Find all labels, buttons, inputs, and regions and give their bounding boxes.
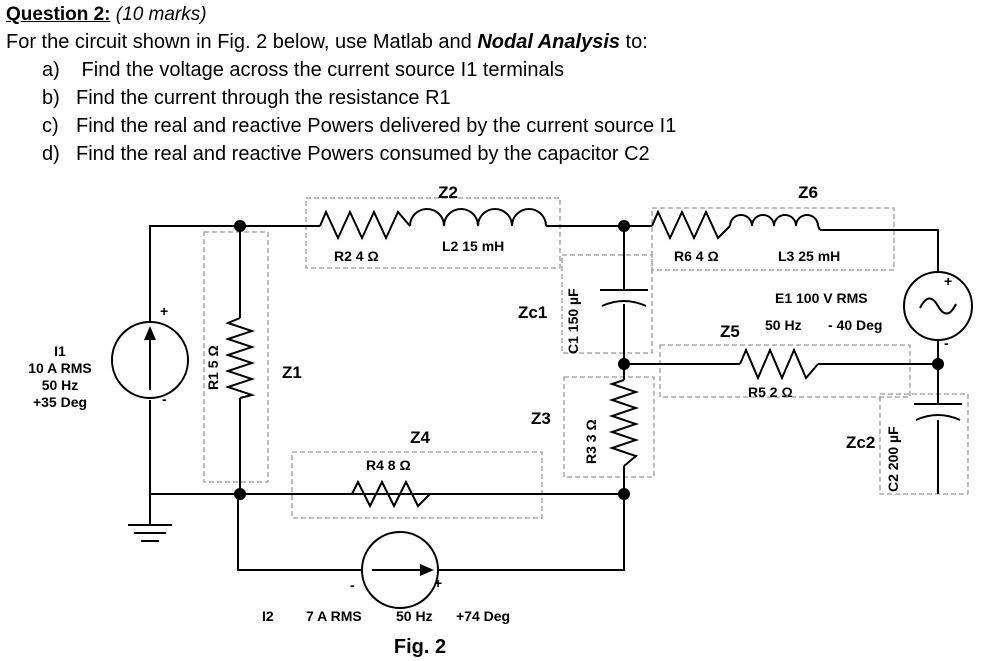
i1-plus: + — [160, 303, 168, 319]
intro-after: to: — [620, 31, 648, 53]
item-tag: c) — [42, 115, 59, 137]
e1-plus: + — [944, 273, 952, 289]
current-source-i2 — [361, 531, 439, 609]
item-tag: b) — [42, 87, 60, 109]
node-dot — [234, 220, 246, 232]
z1-label: Z1 — [282, 363, 302, 382]
question-title: Question 2: — [6, 4, 111, 25]
e1-phase: - 40 Deg — [828, 317, 882, 333]
inductor-l2 — [409, 208, 547, 227]
c1-label: C1 150 µF — [565, 288, 581, 354]
zc2-box — [879, 393, 969, 495]
wire-left-top — [149, 225, 320, 322]
i1-phase: +35 Deg — [33, 394, 87, 410]
question-item-a: a) Find the voltage across the current s… — [42, 56, 676, 84]
z4-box — [291, 451, 543, 519]
resistor-r5 — [739, 347, 819, 381]
z2-label: Z2 — [438, 183, 458, 202]
l2-label: L2 15 mH — [442, 238, 504, 254]
wire-l3-joint — [817, 225, 821, 231]
zc1-box — [561, 254, 653, 354]
capacitor-c2 — [914, 403, 962, 421]
figure-caption: Fig. 2 — [394, 636, 446, 658]
r2-label: R2 4 Ω — [334, 248, 379, 264]
z5-box — [659, 344, 911, 398]
capacitor-c1 — [600, 289, 648, 307]
zc2-label: Zc2 — [846, 433, 875, 452]
e1-label: E1 100 V RMS — [775, 290, 868, 306]
r5-label: R5 2 Ω — [748, 384, 793, 400]
i2-minus: - — [350, 577, 355, 593]
ground-symbol — [128, 524, 172, 542]
resistor-r3 — [608, 379, 640, 467]
z6-box — [651, 207, 895, 271]
item-tag: d) — [42, 143, 60, 165]
z2-box — [305, 197, 561, 269]
z1-box — [203, 231, 269, 483]
node-dot — [932, 358, 944, 370]
item-text: Find the real and reactive Powers consum… — [76, 143, 650, 165]
i2-name: I2 — [262, 608, 274, 624]
intro-before: For the circuit shown in Fig. 2 below, u… — [6, 31, 478, 53]
resistor-r6 — [651, 209, 731, 241]
z6-label: Z6 — [798, 183, 818, 202]
z3-label: Z3 — [531, 409, 551, 428]
question-items: a) Find the voltage across the current s… — [42, 56, 676, 168]
node-dot — [618, 220, 630, 232]
l3-label: L3 25 mH — [778, 248, 840, 264]
item-text: Find the real and reactive Powers delive… — [76, 115, 677, 137]
current-source-i1 — [111, 321, 189, 399]
question-marks: (10 marks) — [115, 4, 207, 25]
wire-e1-top — [820, 229, 939, 272]
wire-i2-left — [237, 494, 362, 571]
r3-label: R3 3 Ω — [583, 419, 599, 464]
question-item-d: d) Find the real and reactive Powers cons… — [42, 140, 676, 168]
z5-label: Z5 — [720, 322, 740, 341]
intro-bold: Nodal Analysis — [477, 31, 620, 53]
i1-minus: - — [162, 391, 167, 407]
question-item-c: c) Find the real and reactive Powers deli… — [42, 112, 676, 140]
i2-freq: 50 Hz — [396, 608, 433, 624]
i2-phase: +74 Deg — [456, 608, 510, 624]
e1-freq: 50 Hz — [765, 317, 802, 333]
r1-label: R1 5 Ω — [205, 345, 221, 390]
r6-label: R6 4 Ω — [674, 248, 719, 264]
question-intro: For the circuit shown in Fig. 2 below, u… — [6, 30, 648, 54]
resistor-r1 — [224, 317, 256, 399]
resistor-r2 — [319, 209, 411, 241]
node-dot — [618, 488, 630, 500]
i1-freq: 50 Hz — [42, 377, 79, 393]
wire-i2-right — [438, 494, 625, 571]
node-dot — [618, 358, 630, 370]
r4-label: R4 8 Ω — [366, 457, 411, 473]
inductor-l3 — [729, 214, 819, 227]
z4-label: Z4 — [410, 428, 430, 447]
node-dot — [234, 488, 246, 500]
i2-value: 7 A RMS — [306, 608, 362, 624]
question-item-b: b) Find the current through the resistanc… — [42, 84, 676, 112]
z3-box — [563, 376, 655, 478]
item-text: Find the voltage across the current sour… — [76, 59, 565, 81]
i1-value: 10 A RMS — [28, 360, 92, 376]
e1-minus: - — [944, 335, 949, 351]
voltage-source-e1 — [903, 271, 973, 341]
c2-label: C2 200 µF — [885, 426, 901, 492]
i1-name: I1 — [54, 343, 66, 359]
question-header: Question 2: (10 marks) — [6, 4, 207, 26]
zc1-label: Zc1 — [518, 303, 547, 322]
i2-plus: + — [434, 575, 442, 591]
item-text: Find the current through the resistance … — [76, 87, 451, 109]
item-tag: a) — [42, 59, 60, 81]
resistor-r4 — [351, 479, 431, 509]
